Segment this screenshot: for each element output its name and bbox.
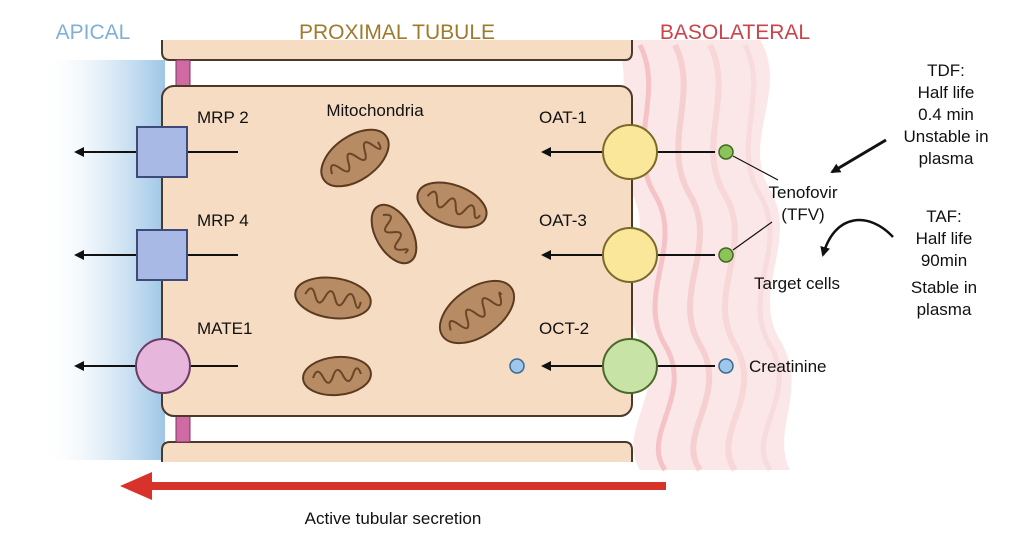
taf-line: Stable in <box>911 278 977 297</box>
tdf-line: 0.4 min <box>918 105 974 124</box>
apical-transporters: MRP 2 MRP 4 MATE1 <box>74 108 252 394</box>
tdf-line: Unstable in <box>903 127 988 146</box>
tenofovir-label: Tenofovir <box>769 183 838 202</box>
mitochondrion <box>302 355 372 397</box>
tfv-abbrev-label: (TFV) <box>781 205 824 224</box>
mitochondrion <box>438 279 516 345</box>
mrp4-transporter <box>136 229 188 281</box>
tfv-molecule <box>718 144 734 160</box>
tdf-line: plasma <box>919 149 974 168</box>
secretion-label: Active tubular secretion <box>305 509 482 528</box>
tdf-note: TDF: Half life 0.4 min Unstable in plasm… <box>903 61 988 168</box>
tdf-line: TDF: <box>927 61 965 80</box>
taf-line: 90min <box>921 251 967 270</box>
tight-junction-top <box>175 59 191 87</box>
taf-line: Half life <box>916 229 973 248</box>
tfv-connector-line <box>732 221 773 251</box>
oct2-transporter <box>602 338 658 394</box>
target-cells-label: Target cells <box>754 274 840 293</box>
tfv-molecule <box>718 247 734 263</box>
mate1-label: MATE1 <box>197 319 252 338</box>
taf-line: TAF: <box>926 207 962 226</box>
mitochondrion <box>320 128 390 188</box>
oat3-transporter <box>602 227 658 283</box>
oat1-transporter <box>602 124 658 180</box>
secretion-arrow-head <box>120 472 152 500</box>
basolateral-transporters: OAT-1 OAT-3 OCT-2 <box>509 108 734 394</box>
upper-neighbour-cell <box>161 40 633 61</box>
apical-title: APICAL <box>56 21 131 44</box>
taf-note: TAF: Half life 90min Stable in plasma <box>911 207 977 319</box>
tfv-connector-line <box>732 155 779 181</box>
oat3-label: OAT-3 <box>539 211 587 230</box>
creatinine-label: Creatinine <box>749 357 827 376</box>
basolateral-title: BASOLATERAL <box>660 21 810 44</box>
mrp4-label: MRP 4 <box>197 211 249 230</box>
taf-line: plasma <box>917 300 972 319</box>
creatinine-molecule-intracellular <box>509 358 525 374</box>
tight-junction-bottom <box>175 415 191 443</box>
taf-target-arrow <box>820 218 894 257</box>
mitochondrion <box>416 181 488 229</box>
mitochondrion <box>294 276 372 320</box>
mrp2-label: MRP 2 <box>197 108 249 127</box>
creatinine-molecule <box>718 358 734 374</box>
lower-neighbour-cell <box>161 441 633 462</box>
tdf-conversion-arrow <box>830 138 887 174</box>
mrp2-transporter <box>136 126 188 178</box>
mitochondria-label: Mitochondria <box>326 101 424 120</box>
oct2-label: OCT-2 <box>539 319 589 338</box>
mitochondria-group <box>294 128 516 397</box>
mate1-transporter <box>135 338 191 394</box>
tdf-line: Half life <box>918 83 975 102</box>
mitochondrion <box>370 203 418 265</box>
proximal-tubule-title: PROXIMAL TUBULE <box>299 21 495 44</box>
oat1-label: OAT-1 <box>539 108 587 127</box>
